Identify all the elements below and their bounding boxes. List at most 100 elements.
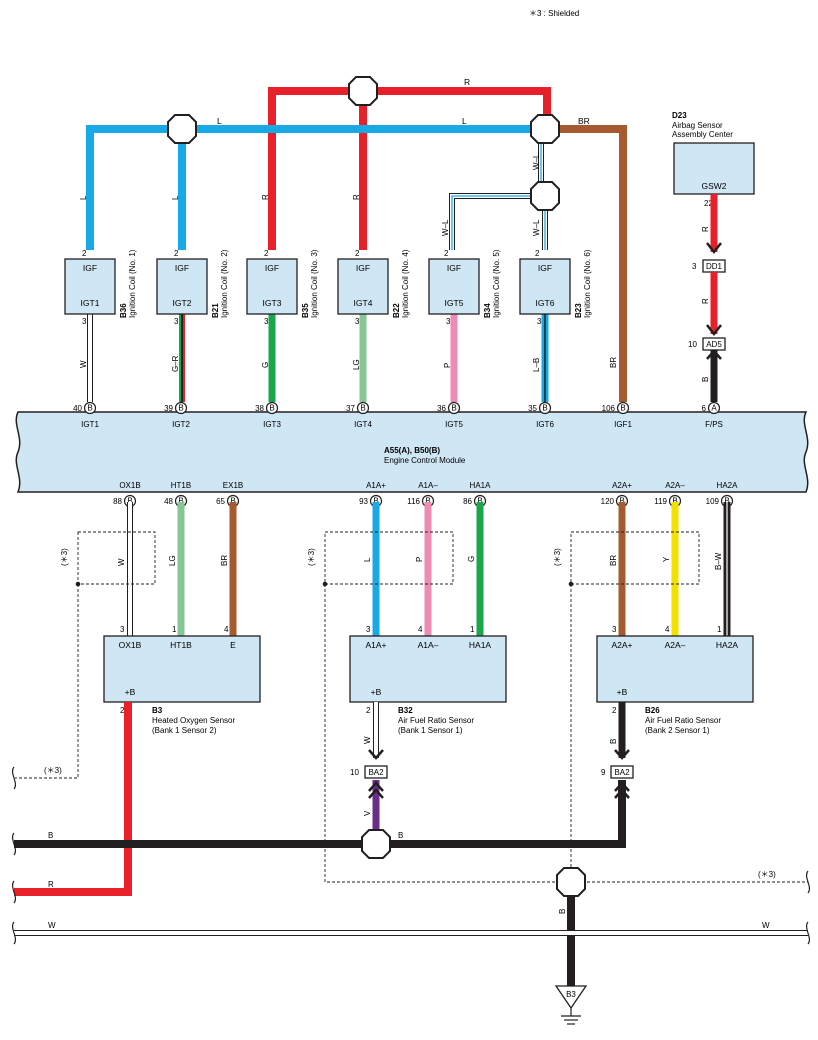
sensor-pin: 3 (120, 625, 125, 634)
wire-label-w-right: W (762, 921, 770, 930)
coil-name: Ignition Coil (No. 2) (220, 249, 229, 318)
b32-wire-1: L (363, 557, 372, 562)
coil6-bottom-wire: L–B (532, 358, 541, 372)
coil-6: IGF IGT6 2 3 B23 Ignition Coil (No. 6) (519, 249, 592, 326)
coil-code: B22 (392, 303, 401, 318)
ecm-pin-label: HA2A (717, 481, 739, 490)
sensor-term: A2A+ (611, 640, 632, 650)
coil6-top-wire: W–L (532, 219, 541, 236)
ecm-pin-label: EX1B (223, 481, 243, 490)
coil-name: Ignition Coil (No. 5) (492, 249, 501, 318)
ecm-pin-number: 119 (654, 497, 667, 506)
b32-wire-3: G (467, 556, 476, 562)
shield-boxes (15, 531, 808, 883)
connector-dd1-pin: 3 (692, 262, 697, 271)
sensor-name-1: Heated Oxygen Sensor (152, 716, 235, 725)
sensor-pin: 4 (665, 625, 670, 634)
coil-code: B21 (211, 303, 220, 318)
ecm-pin-label: IGT4 (354, 420, 372, 429)
wire-label-br: BR (578, 116, 590, 126)
ecm-pin-connector: B (360, 404, 365, 413)
ecm-top-pins: B40IGT1B39IGT2B38IGT3B37IGT4B36IGT5B35IG… (73, 401, 723, 429)
splice-node (556, 867, 586, 897)
splice-node (348, 76, 378, 106)
ecm-pin-label: A2A+ (612, 481, 632, 490)
sensor-name-1: Air Fuel Ratio Sensor (398, 716, 474, 725)
coil1-top-wire: L (79, 195, 88, 200)
ecm-pin-connector: B (178, 404, 183, 413)
connector-ad5-label: AD5 (706, 340, 722, 349)
ecm-pin-label: IGT3 (263, 420, 281, 429)
coil1-bottom-wire: W (79, 360, 88, 368)
splice-node (530, 114, 560, 144)
connector-ba2-label: BA2 (368, 768, 384, 777)
ecm-pin-number: 38 (255, 404, 264, 413)
connector-ad5-pin: 10 (688, 340, 697, 349)
coil-term-top: IGF (175, 263, 189, 273)
ecm-pin-connector: B (619, 497, 624, 506)
sensor-term: A2A– (665, 640, 686, 650)
ecm-pin-connector: A (711, 404, 717, 413)
airbag-name-1: Airbag Sensor (672, 121, 723, 130)
connector-ba2-left (364, 765, 388, 779)
ground-icon: B3 (554, 985, 588, 1025)
sensor-pin: 4 (418, 625, 423, 634)
connector-ba2-label: BA2 (614, 768, 630, 777)
coil-4: IGF IGT4 2 3 B22 Ignition Coil (No. 4) (337, 249, 410, 326)
coil-term-top: IGF (538, 263, 552, 273)
wire-gr-igt2 (179, 314, 185, 402)
coil-1: IGF IGT1 2 3 B36 Ignition Coil (No. 1) (64, 249, 137, 326)
ecm-pin-connector: B (87, 404, 92, 413)
ecm-pin-label: F/PS (705, 420, 723, 429)
sensor-pin: 3 (366, 625, 371, 634)
coil-pin-top: 2 (355, 249, 360, 258)
ecm-pin (538, 401, 552, 415)
wire-label-wl: W–L (532, 153, 541, 170)
coil-term-top: IGF (265, 263, 279, 273)
b3-wire-3: BR (220, 555, 229, 566)
coil-name: Ignition Coil (No. 4) (401, 249, 410, 318)
shield-label-b26: (＊3) (553, 548, 562, 566)
coil-3: IGF IGT3 2 3 B35 Ignition Coil (No. 3) (246, 249, 319, 326)
coil-term-top: IGF (447, 263, 461, 273)
airbag-name-2: Assembly Center (672, 130, 733, 139)
coil-pin-bottom: 3 (355, 317, 360, 326)
ecm-pin-number: 88 (113, 497, 122, 506)
sensor-pin: 4 (224, 625, 229, 634)
ecm-pin-number: 39 (164, 404, 173, 413)
sensor-term: E (230, 640, 236, 650)
break-marks (11, 766, 811, 945)
ecm-pin-label: A2A– (665, 481, 685, 490)
coil-term-bottom: IGT4 (354, 298, 373, 308)
ecm-pin-label: IGT5 (445, 420, 463, 429)
connector-ba2-pin: 10 (350, 768, 359, 777)
coil-pin-top: 2 (82, 249, 87, 258)
ecm-pin-connector: B (127, 497, 132, 506)
ecm-pin-label: IGT6 (536, 420, 554, 429)
coil-pin-bottom: 3 (446, 317, 451, 326)
coil-code: B35 (301, 303, 310, 318)
ecm-pin-label: HT1B (171, 481, 191, 490)
wire-red-bus (268, 87, 551, 250)
ecm-pin-number: 6 (702, 404, 707, 413)
ecm-pin-number: 120 (601, 497, 615, 506)
coil4-bottom-wire: LG (352, 359, 361, 370)
coil-pin-bottom: 3 (537, 317, 542, 326)
ecm-pin-number: 116 (407, 497, 420, 506)
sensor-term: A1A+ (365, 640, 386, 650)
connector-ba2-right (610, 765, 634, 779)
ecm-pin-number: 36 (437, 404, 446, 413)
ecm-pin-label: A1A– (418, 481, 438, 490)
splice-node (530, 181, 560, 211)
ecm-pin (356, 401, 370, 415)
ecm-pin-number: 93 (359, 497, 368, 506)
coil3-bottom-wire: G (261, 362, 270, 368)
coil-pin-top: 2 (444, 249, 449, 258)
ecm-pin (447, 401, 461, 415)
coil-term-bottom: IGT5 (445, 298, 464, 308)
coil-term-bottom: IGT6 (536, 298, 555, 308)
coil-term-bottom: IGT3 (263, 298, 282, 308)
ecm-pin-connector: B (373, 497, 378, 506)
wire-label-l: L (217, 116, 222, 126)
coil5-bottom-wire: P (443, 363, 452, 368)
